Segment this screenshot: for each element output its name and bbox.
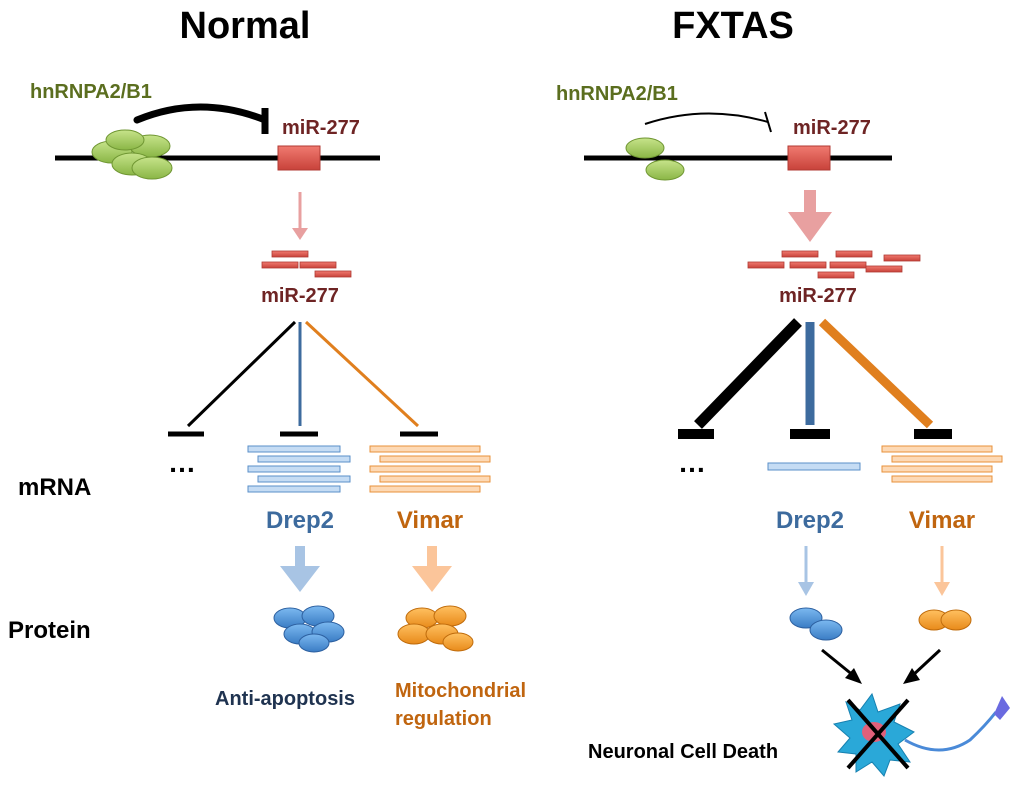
fxtas-arrow-drep2-to-neuron: [821, 648, 862, 684]
normal-vimar-label: Vimar: [397, 507, 463, 534]
normal-outcome-drep2: Anti-apoptosis: [215, 688, 355, 710]
row-label-protein: Protein: [8, 617, 91, 644]
normal-drep2-protein: [273, 605, 345, 653]
fxtas-outcome: Neuronal Cell Death: [588, 741, 778, 763]
title-fxtas: FXTAS: [672, 5, 794, 47]
normal-inhibit-line-vimar: [304, 320, 420, 428]
normal-gene-box: [277, 145, 321, 171]
fxtas-vimar-protein: [918, 609, 972, 631]
normal-outcome-vimar-line1: Mitochondrial: [395, 680, 526, 702]
fxtas-inhibition-arc: [644, 112, 769, 125]
normal-inhibit-line-other: [186, 320, 297, 428]
fxtas-drep2-protein: [789, 607, 843, 641]
fxtas-inhibit-line-other: [694, 318, 802, 429]
normal-inhibition-arc: [133, 103, 269, 124]
normal-gene-label: miR-277: [282, 117, 360, 139]
title-normal: Normal: [180, 5, 311, 47]
normal-transcription-arrowhead: [292, 228, 308, 240]
normal-vimar-mrna: [369, 445, 491, 493]
fxtas-inhibition-bar: [764, 111, 772, 133]
fxtas-vimar-translation-arrow: [934, 546, 950, 596]
normal-hnrnp-cluster: [91, 129, 173, 180]
fxtas-vimar-label: Vimar: [909, 507, 975, 534]
normal-drep2-translation-arrow: [280, 546, 320, 592]
fxtas-hnrnp-proteins: [625, 137, 685, 181]
normal-hnrnp-label: hnRNPA2/B1: [30, 81, 152, 103]
fxtas-gene-box: [787, 145, 831, 171]
normal-mirna-cluster: [261, 250, 352, 278]
fxtas-drep2-label: Drep2: [776, 507, 844, 534]
normal-drep2-mrna: [247, 445, 351, 493]
normal-vimar-translation-arrow: [412, 546, 452, 592]
fxtas-hnrnp-label: hnRNPA2/B1: [556, 83, 678, 105]
fxtas-ellipsis: …: [678, 447, 706, 478]
fxtas-transcription-arrow: [788, 190, 832, 242]
normal-ellipsis: …: [168, 447, 196, 478]
fxtas-panel: hnRNPA2/B1 miR-277 miR-277: [556, 83, 1010, 777]
normal-mirna-label: miR-277: [261, 285, 339, 307]
neuron-icon: [832, 692, 1010, 777]
normal-drep2-label: Drep2: [266, 507, 334, 534]
fxtas-mirna-cluster: [747, 250, 921, 279]
fxtas-mirna-label: miR-277: [779, 285, 857, 307]
fxtas-drep2-translation-arrow: [798, 546, 814, 596]
fxtas-vimar-mrna: [881, 445, 1003, 483]
normal-panel: hnRNPA2/B1 miR-277 miR-277: [30, 81, 526, 730]
fxtas-drep2-mrna: [767, 462, 861, 471]
fxtas-inhibit-line-vimar: [818, 318, 934, 429]
normal-vimar-protein: [397, 605, 474, 652]
row-label-mrna: mRNA: [18, 474, 91, 501]
fxtas-gene-label: miR-277: [793, 117, 871, 139]
normal-outcome-vimar-line2: regulation: [395, 708, 492, 730]
fxtas-arrow-vimar-to-neuron: [903, 648, 942, 684]
